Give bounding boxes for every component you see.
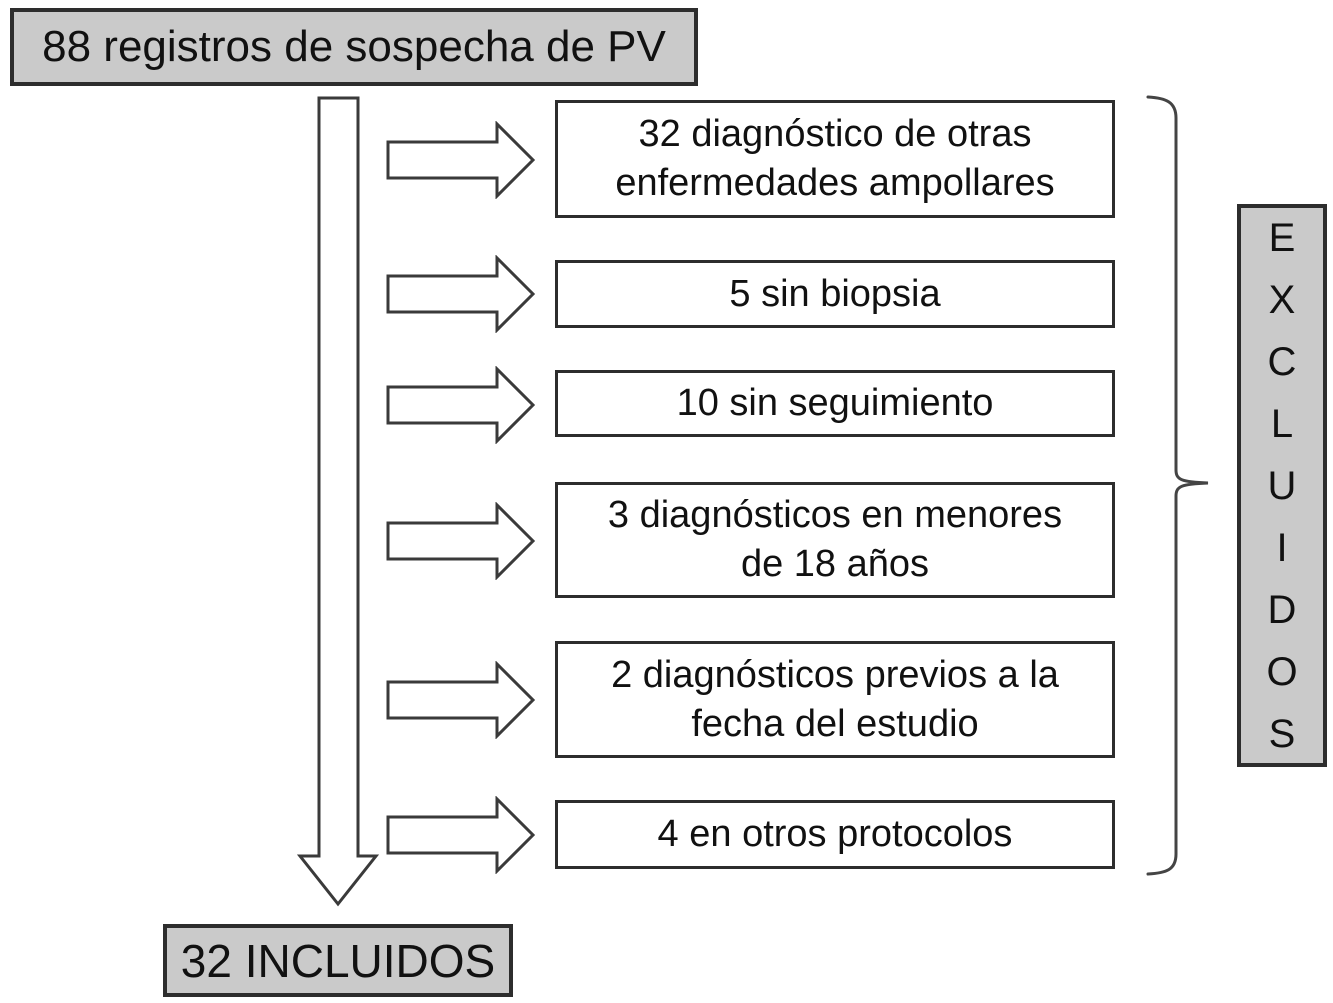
exclusion-text: 32 diagnóstico de otras enfermedades amp… [615,113,1055,204]
exclusion-text: 4 en otros protocolos [657,813,1013,856]
exclusion-box: 5 sin biopsia [555,260,1115,328]
excluded-letter: S [1268,711,1296,756]
excluded-brace [1146,95,1209,876]
excluded-letter: X [1268,277,1296,322]
right-arrow [386,121,536,199]
excluded-letter: E [1268,215,1296,260]
down-arrow [296,96,380,907]
right-arrow [386,366,536,444]
excluded-letter: I [1276,525,1288,570]
exclusion-text: 2 diagnósticos previos a la fecha del es… [611,653,1059,745]
exclusion-text: 10 sin seguimiento [676,382,994,425]
excluded-letter: O [1266,649,1298,694]
exclusion-text: 5 sin biopsia [729,272,941,315]
excluded-letter: C [1267,339,1297,384]
exclusion-text: 3 diagnósticos en menores de 18 años [607,494,1063,585]
exclusion-box: 4 en otros protocolos [555,800,1115,869]
exclusion-box: 32 diagnóstico de otras enfermedades amp… [555,100,1115,218]
excluded-label-box: E X C L U I D O S [1237,204,1327,767]
right-arrow [386,661,536,739]
right-arrow [386,255,536,333]
source-count-label: 88 registros de sospecha de PV [42,22,666,71]
exclusion-box: 10 sin seguimiento [555,370,1115,437]
excluded-letter: U [1267,463,1297,508]
exclusion-box: 2 diagnósticos previos a la fecha del es… [555,641,1115,758]
exclusion-box: 3 diagnósticos en menores de 18 años [555,482,1115,598]
right-arrow [386,796,536,874]
included-count-box: 32 INCLUIDOS [163,924,513,997]
included-count-label: 32 INCLUIDOS [180,934,496,987]
excluded-letter: D [1267,587,1297,632]
excluded-letter: L [1270,401,1294,446]
right-arrow [386,502,536,580]
source-count-box: 88 registros de sospecha de PV [10,8,698,86]
